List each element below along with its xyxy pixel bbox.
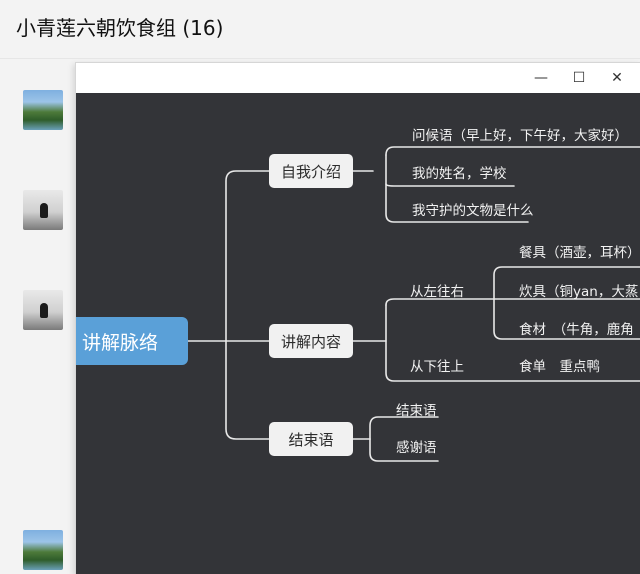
- image-viewer-window: — ☐ ✕: [75, 62, 640, 574]
- mindmap-branch-content: 讲解内容: [269, 324, 353, 358]
- mindmap-leaf-tableware: 餐具（酒壶，耳杯）: [519, 245, 640, 261]
- mindmap-branch-ending: 结束语: [269, 422, 353, 456]
- minimize-button[interactable]: —: [526, 66, 556, 90]
- mindmap-connectors: [187, 146, 640, 462]
- maximize-button[interactable]: ☐: [564, 66, 594, 90]
- mindmap-root: 讲解脉络: [76, 317, 188, 365]
- mindmap-leaf-menu: 食单 重点鸭: [519, 359, 600, 375]
- minimize-icon: —: [534, 70, 548, 86]
- mindmap-leaf-ingredients: 食材 （牛角，鹿角: [519, 322, 634, 338]
- mindmap-leaf-closing: 结束语: [396, 403, 437, 419]
- avatar[interactable]: [23, 290, 63, 330]
- avatar[interactable]: [23, 190, 63, 230]
- mindmap-leaf-left-to-right: 从左往右: [410, 284, 464, 300]
- close-icon: ✕: [611, 70, 623, 86]
- mindmap-branch-intro: 自我介绍: [269, 154, 353, 188]
- window-titlebar[interactable]: — ☐ ✕: [76, 63, 640, 93]
- close-button[interactable]: ✕: [602, 66, 632, 90]
- mindmap-image: 讲解脉络 自我介绍 讲解内容 结束语 问候语（早上好，下午好，大家好） 我的姓名…: [76, 93, 640, 574]
- mindmap-leaf-bottom-to-top: 从下往上: [410, 359, 464, 375]
- chat-title: 小青莲六朝饮食组 (16): [16, 16, 224, 40]
- chat-header: 小青莲六朝饮食组 (16): [0, 0, 640, 59]
- avatar[interactable]: [23, 530, 63, 570]
- maximize-icon: ☐: [572, 70, 586, 86]
- mindmap-leaf-relic: 我守护的文物是什么: [412, 203, 534, 219]
- mindmap-leaf-name: 我的姓名，学校: [412, 166, 507, 182]
- mindmap-leaf-thanks: 感谢语: [396, 440, 437, 456]
- mindmap-leaf-cookware: 炊具（铜yan，大蒸: [519, 284, 639, 300]
- mindmap-leaf-greeting: 问候语（早上好，下午好，大家好）: [412, 128, 628, 144]
- avatar[interactable]: [23, 90, 63, 130]
